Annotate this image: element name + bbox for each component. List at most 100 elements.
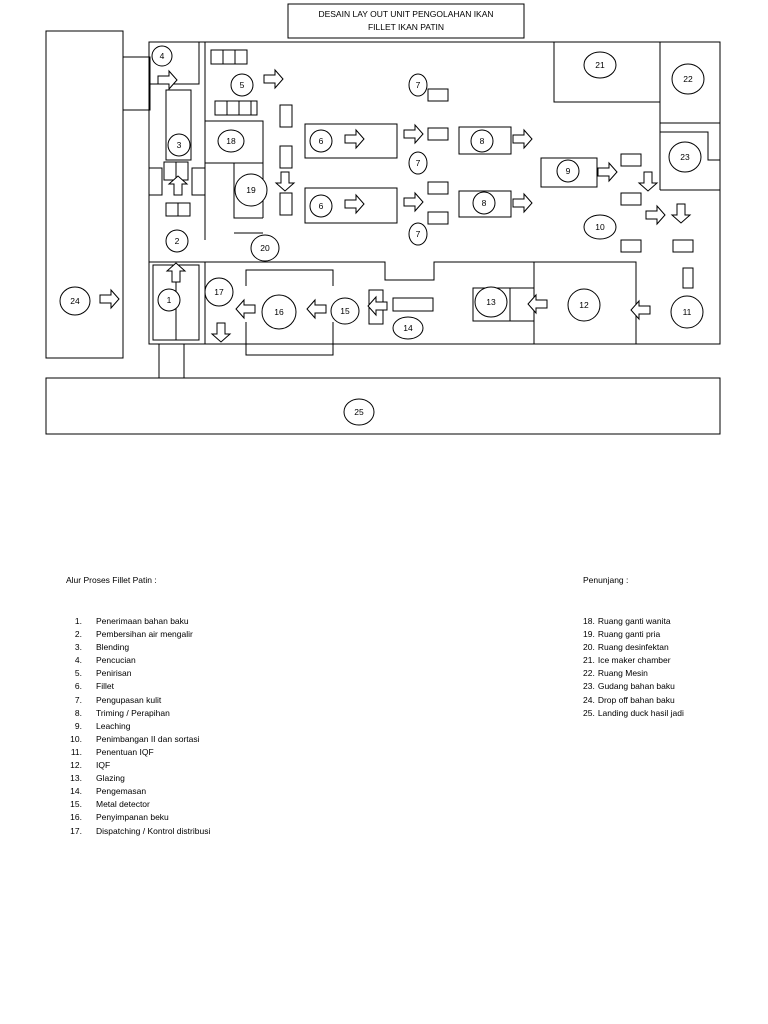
list-item: 17.Dispatching / Kontrol distribusi xyxy=(64,825,210,838)
station-label: 3 xyxy=(177,140,182,150)
station-label: 1 xyxy=(167,295,172,305)
station-label: 17 xyxy=(214,287,224,297)
station-label: 18 xyxy=(226,136,236,146)
item-number: 14. xyxy=(70,786,82,797)
item-number: 4. xyxy=(74,655,82,666)
station-label: 16 xyxy=(274,307,284,317)
process-legend-title: Alur Proses Fillet Patin : xyxy=(66,575,157,585)
equip-5b xyxy=(226,100,240,116)
station-marker-22 xyxy=(671,63,705,95)
station-label: 19 xyxy=(246,185,256,195)
item-number: 23. xyxy=(583,681,595,692)
item-label: Pembersihan air mengalir xyxy=(96,629,193,640)
item-label: Glazing xyxy=(96,773,125,784)
equip-v2 xyxy=(279,145,293,169)
equip-v3 xyxy=(279,192,293,216)
item-number: 17. xyxy=(70,825,82,836)
station-marker-5 xyxy=(230,73,254,97)
station-marker-7c xyxy=(408,222,428,246)
equip-4c xyxy=(234,49,248,65)
item-number: 1. xyxy=(74,616,82,626)
equip-2f xyxy=(177,202,191,217)
arrow-icon xyxy=(630,299,651,321)
equip-10b xyxy=(620,239,642,253)
station-label: 21 xyxy=(595,60,605,70)
station-marker-2 xyxy=(165,229,189,253)
station-marker-14 xyxy=(392,316,424,340)
arrow-icon xyxy=(512,192,533,214)
corridor-wall xyxy=(149,261,637,344)
item-number: 8. xyxy=(74,707,82,718)
arrow-icon xyxy=(670,203,692,224)
equip-14 xyxy=(392,297,434,312)
station-label: 2 xyxy=(175,236,180,246)
item-label: Gudang bahan baku xyxy=(597,681,675,692)
room-21-wall xyxy=(553,42,660,103)
item-label: Ruang desinfektan xyxy=(597,642,669,653)
equip-7c xyxy=(427,181,449,195)
support-legend-title: Penunjang : xyxy=(583,575,629,585)
equip-5a xyxy=(214,100,228,116)
station-marker-6b xyxy=(309,194,333,218)
table-6a xyxy=(304,123,398,159)
title-box xyxy=(287,3,525,39)
list-item: 3.Blending xyxy=(64,641,210,654)
item-number: 12. xyxy=(70,760,82,771)
list-item: 10.Penimbangan II dan sortasi xyxy=(64,733,210,746)
item-number: 19. xyxy=(583,629,595,640)
list-item: 21.Ice maker chamber xyxy=(583,654,684,667)
room-16-wall-b xyxy=(245,322,334,356)
item-label: Drop off bahan baku xyxy=(597,694,675,705)
station-label: 8 xyxy=(482,198,487,208)
item-number: 21. xyxy=(583,655,595,666)
station-marker-16 xyxy=(261,294,297,330)
station-label: 5 xyxy=(240,80,245,90)
list-item: 5. Penirisan xyxy=(64,667,210,680)
list-item: 24.Drop off bahan baku xyxy=(583,694,684,707)
item-number: 25. xyxy=(583,707,595,718)
title-line-2: FILLET IKAN PATIN xyxy=(368,22,444,32)
item-label: Landing duck hasil jadi xyxy=(597,707,684,718)
arrow-icon xyxy=(403,191,424,213)
arrow-icon xyxy=(403,123,424,145)
list-item: 15.Metal detector xyxy=(64,798,210,811)
area-25-box xyxy=(45,377,721,435)
station-label: 12 xyxy=(579,300,589,310)
table-8a xyxy=(458,126,512,155)
arrow-icon xyxy=(210,322,232,343)
item-label: Leaching xyxy=(96,720,131,731)
arrow-icon xyxy=(99,288,120,310)
room-16-wall xyxy=(245,269,334,286)
area-24-box xyxy=(45,30,124,359)
item-label: Penerimaan bahan baku xyxy=(96,616,189,626)
room-23-wall xyxy=(660,131,720,161)
item-number: 20. xyxy=(583,642,595,653)
equip-5d xyxy=(250,100,258,116)
arrow-icon xyxy=(645,204,666,226)
table-6b xyxy=(304,187,398,224)
equip-10c xyxy=(672,239,694,253)
item-label: Ruang ganti pria xyxy=(597,629,661,640)
station-label: 24 xyxy=(70,296,80,306)
station-label: 23 xyxy=(680,152,690,162)
equip-4b xyxy=(222,49,236,65)
arrow-icon xyxy=(512,128,533,150)
item-label: Penirisan xyxy=(96,668,132,679)
item-number: 5. xyxy=(74,668,82,679)
item-label: Fillet xyxy=(96,681,114,692)
list-item: 13.Glazing xyxy=(64,772,210,785)
table-8b xyxy=(458,190,512,218)
arrow-icon xyxy=(157,69,178,91)
item-number: 9. xyxy=(74,720,82,731)
station-label: 14 xyxy=(403,323,413,333)
station-marker-17 xyxy=(204,277,234,307)
station-label: 10 xyxy=(595,222,605,232)
item-label: Ruang ganti wanita xyxy=(597,616,671,626)
item-number: 15. xyxy=(70,799,82,810)
station-marker-6a xyxy=(309,129,333,153)
equip-3-tank xyxy=(165,89,192,161)
list-item: 22.Ruang Mesin xyxy=(583,667,684,680)
station-marker-9 xyxy=(556,159,580,183)
item-number: 11. xyxy=(70,746,82,757)
station-label: 7 xyxy=(416,158,421,168)
